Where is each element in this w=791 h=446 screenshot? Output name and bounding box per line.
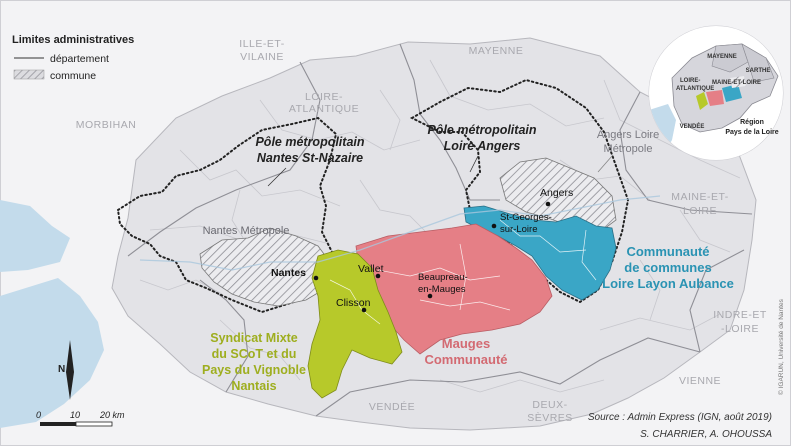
pole-angers-leader [469, 155, 479, 173]
legend-title: Limites administratives [12, 34, 134, 46]
inset-sarthe [741, 43, 775, 83]
sea [0, 278, 104, 428]
city-label-clisson: Clisson [336, 297, 371, 309]
legend: Limites administratives département comm… [12, 34, 134, 82]
city-label-nantes: Nantes [271, 267, 306, 279]
legend-commune-symbol [13, 69, 45, 80]
svg-text:en-Mauges: en-Mauges [418, 284, 466, 295]
loire-layon-label: Communauté de communes Loire Layon Auban… [602, 244, 734, 291]
dept-vendee: VENDÉE [369, 400, 415, 413]
dept-indre-et-loire: INDRE-ET [713, 309, 767, 321]
pole-nantes-label: Pôle métropolitain [255, 135, 364, 149]
department-boundaries [127, 43, 753, 417]
pole-angers-label-2: Loire Angers [444, 139, 521, 153]
dept-ille-et-vilaine-2: VILAINE [240, 51, 284, 63]
city-label-beaupreau: Beaupreau- en-Mauges [418, 272, 468, 295]
north-arrow: N [58, 340, 74, 400]
inset-region-label-2: Pays de la Loire [725, 129, 778, 136]
svg-text:Communauté: Communauté [626, 244, 709, 259]
inset-label-loire-atlantique-2: ATLANTIQUE [676, 86, 714, 92]
inset-mayenne [711, 43, 749, 73]
scale-ten: 10 [70, 410, 80, 420]
pole-nantes-leader [267, 167, 287, 187]
loire-river [139, 195, 661, 271]
scale-bar: 0 10 20 km [36, 410, 125, 427]
dept-vienne: VIENNE [679, 375, 721, 387]
city-markers [313, 201, 551, 313]
city-dot-vallet [375, 273, 381, 279]
svg-text:Nantais: Nantais [231, 379, 276, 393]
angers-metropole [499, 157, 617, 233]
scale-zero: 0 [36, 410, 41, 420]
source-text: Source : Admin Express (IGN, août 2019) [588, 412, 772, 423]
pole-angers-boundary [409, 78, 630, 304]
svg-text:St-Georges-: St-Georges- [500, 212, 552, 223]
svg-text:sur-Loire: sur-Loire [500, 224, 538, 235]
mauges-label: Mauges Communauté [424, 336, 507, 367]
north-arrow-icon [66, 340, 74, 400]
scot-vignoble [307, 249, 403, 399]
svg-text:Syndicat Mixte: Syndicat Mixte [210, 331, 298, 345]
dept-maine-et-loire: MAINE-ET- [671, 191, 729, 203]
north-label: N [58, 364, 65, 375]
nantes-metropole-label: Nantes Métropole [203, 225, 290, 237]
pole-nantes-label-2: Nantes St-Nazaire [257, 151, 363, 165]
dept-indre-et-loire-2: -LOIRE [721, 323, 759, 335]
angers-metropole-leader [597, 155, 613, 173]
city-label-angers: Angers [540, 187, 573, 199]
svg-text:Angers Loire: Angers Loire [597, 129, 659, 141]
dept-deux-sevres-2: SÈVRES [527, 411, 573, 424]
svg-text:Beaupreau-: Beaupreau- [418, 272, 468, 283]
authors-text: S. CHARRIER, A. OHOUSSA [640, 429, 772, 440]
colored-area-commune-lines [329, 219, 597, 325]
svg-text:Mauges: Mauges [442, 336, 490, 351]
dept-mayenne: MAYENNE [469, 45, 524, 57]
svg-text:Communauté: Communauté [424, 352, 507, 367]
inset-label-mayenne: MAYENNE [707, 54, 736, 60]
inset-label-sarthe: SARTHE [746, 68, 771, 74]
credit-text: © IGARUN, Université de Nantes [777, 298, 785, 395]
city-labels: Nantes Angers Vallet Clisson St-Georges-… [271, 187, 573, 309]
inset-hatch [730, 76, 746, 88]
inset-blue [722, 84, 742, 102]
dept-morbihan: MORBIHAN [76, 119, 137, 131]
dept-loire-atlantique-2: ATLANTIQUE [289, 103, 359, 115]
city-dot-beaupreau [427, 293, 433, 299]
city-dot-st-georges [491, 223, 497, 229]
dept-maine-et-loire-2: LOIRE [683, 205, 717, 217]
city-label-st-georges: St-Georges- sur-Loire [500, 212, 552, 235]
inset-label-vendee: VENDÉE [680, 122, 705, 130]
svg-text:du SCoT et du: du SCoT et du [212, 347, 297, 361]
inset-label-loire-atlantique: LOIRE- [680, 78, 700, 84]
sea-bay [0, 200, 70, 272]
inset-label-maine-et-loire: MAINE-ET-LOIRE [712, 80, 761, 86]
city-label-vallet: Vallet [358, 263, 384, 275]
svg-text:Loire Layon Aubance: Loire Layon Aubance [602, 276, 734, 291]
pole-angers-label: Pôle métropolitain [427, 123, 536, 137]
dept-ille-et-vilaine: ILLE-ET- [239, 38, 284, 50]
inset-map: MAYENNE SARTHE LOIRE- ATLANTIQUE MAINE-E… [648, 25, 784, 161]
scale-twenty: 20 km [99, 410, 125, 420]
dept-loire-atlantique: LOIRE- [305, 91, 343, 103]
city-dot-clisson [361, 307, 367, 313]
city-dot-angers [545, 201, 551, 207]
legend-commune-label: commune [50, 70, 96, 82]
inset-region-label: Région [740, 119, 764, 126]
inset-green [696, 92, 708, 110]
svg-text:Métropole: Métropole [604, 143, 653, 155]
pole-labels: Pôle métropolitain Nantes St-Nazaire Pôl… [255, 123, 536, 165]
dept-deux-sevres: DEUX- [532, 399, 567, 411]
scot-label: Syndicat Mixte du SCoT et du Pays du Vig… [202, 331, 306, 393]
svg-text:Pays du Vignoble: Pays du Vignoble [202, 363, 306, 377]
legend-department-label: département [50, 53, 109, 65]
department-labels: ILLE-ET- VILAINE MAYENNE LOIRE- ATLANTIQ… [76, 38, 767, 424]
svg-text:de communes: de communes [624, 260, 711, 275]
city-dot-nantes [313, 275, 319, 281]
inset-pink [706, 90, 724, 106]
pole-nantes-boundary [116, 116, 338, 314]
angers-metropole-label: Angers Loire Métropole [597, 129, 659, 155]
